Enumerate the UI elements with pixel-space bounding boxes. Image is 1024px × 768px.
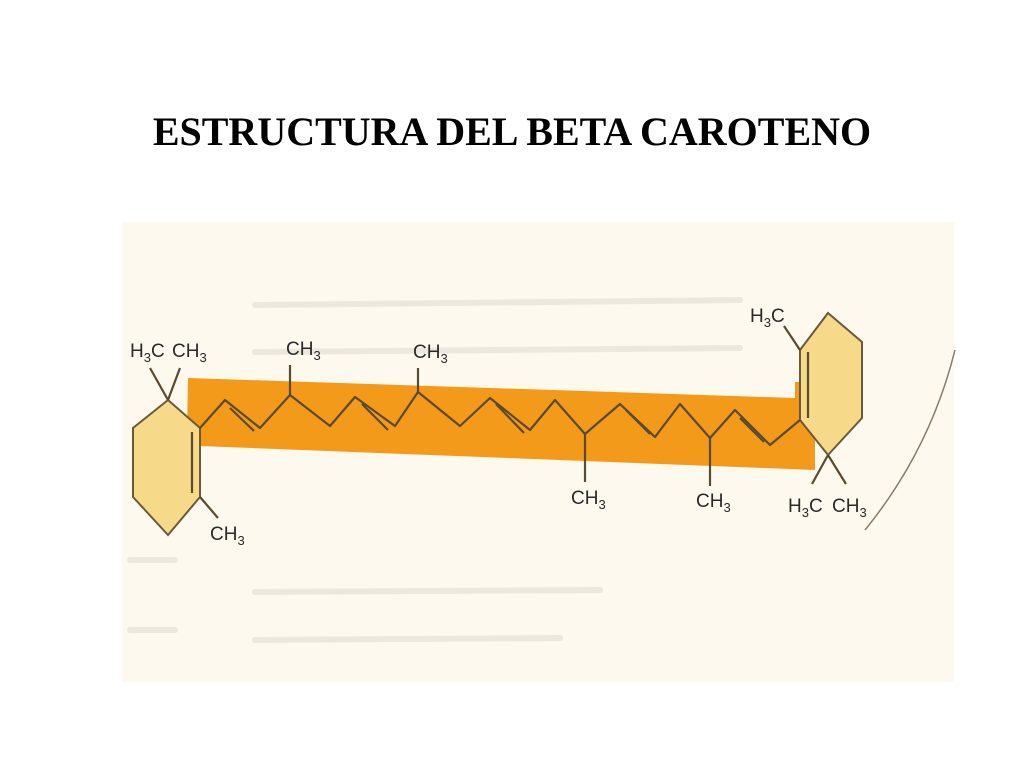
methyl-branch: [783, 325, 801, 351]
methyl-branch: [811, 454, 829, 485]
double-bond: [361, 403, 389, 431]
methyl-branch: [149, 367, 169, 401]
double-bond: [495, 403, 525, 434]
conjugated-chain-highlight: [186, 378, 815, 490]
double-bond: [229, 407, 255, 432]
label-left-ch3-top: CH3: [172, 341, 207, 365]
label-chain-ch3-2: CH3: [413, 342, 448, 366]
faint-background-text: [127, 297, 743, 643]
left-beta-ionone-ring: [132, 398, 201, 537]
double-bond: [739, 417, 765, 443]
label-chain-ch3-1: CH3: [286, 339, 321, 363]
label-left-ch3-bottom: CH3: [210, 524, 245, 548]
bond-skeleton: [149, 325, 847, 519]
label-right-h3c-top: H3C: [750, 306, 785, 330]
label-chain-ch3-3: CH3: [571, 488, 606, 512]
methyl-branch: [166, 367, 182, 401]
page-edge-curve: [864, 349, 956, 531]
label-chain-ch3-4: CH3: [696, 491, 731, 515]
methyl-branch: [199, 496, 219, 519]
methyl-branch: [827, 454, 847, 485]
label-right-h3c-bottom: H3C: [788, 496, 823, 520]
double-bond: [625, 409, 651, 435]
slide-title: ESTRUCTURA DEL BETA CAROTENO: [152, 109, 872, 154]
label-left-h3c: H3C: [130, 341, 165, 365]
polyene-chain-bonds: [199, 390, 801, 447]
label-right-ch3-bottom: CH3: [832, 496, 867, 520]
